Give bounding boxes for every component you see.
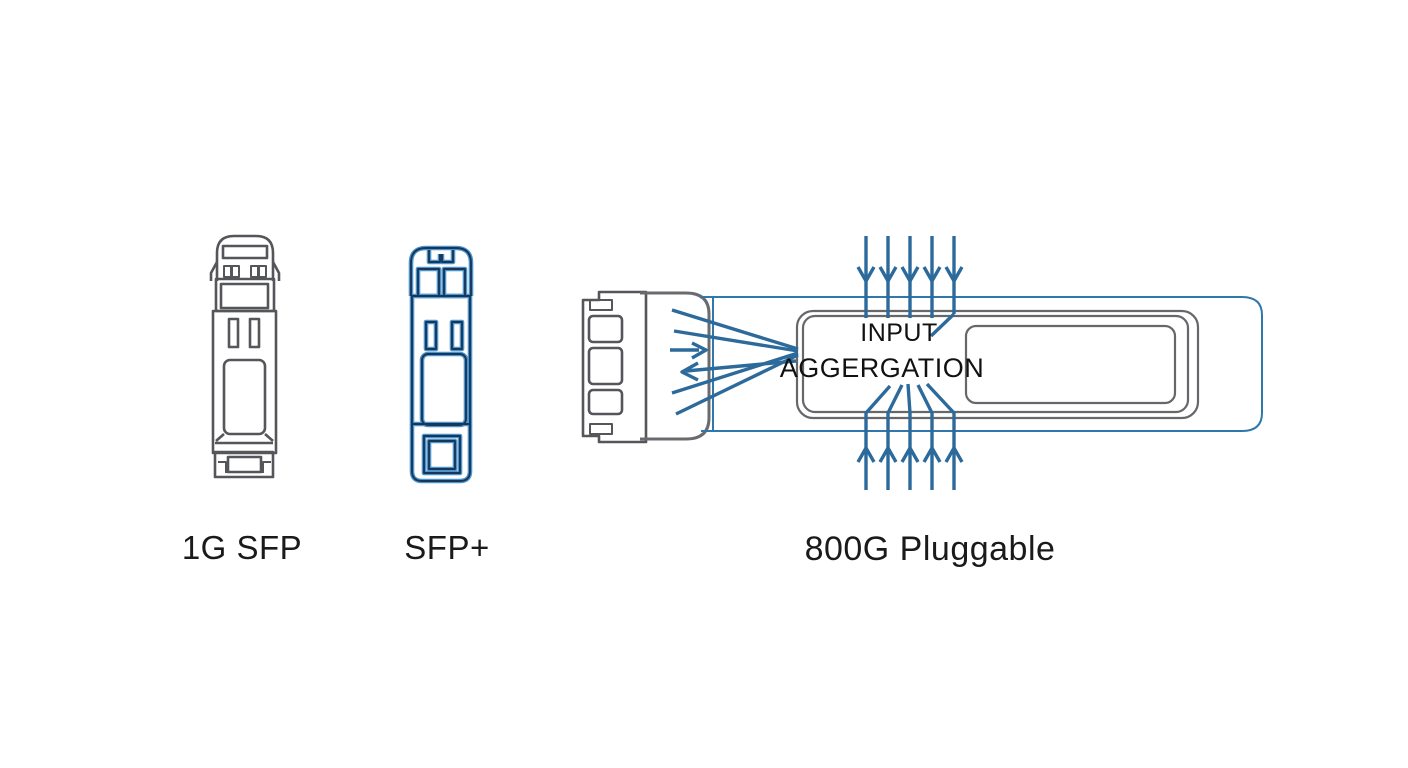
sfp-1g-illustration [209,234,281,479]
fan-arrow-right [670,341,708,360]
module-body-outline [701,296,1263,432]
module-nose [640,291,711,441]
aggregation-box [795,309,1200,420]
input-arrows-bottom [856,382,964,490]
label-sfp-1g: 1G SFP [181,529,303,566]
fan-arrow-left [680,359,797,382]
label-pluggable-800g: 800G Pluggable [804,530,1056,568]
input-leader-line [929,312,956,338]
aggregation-fan-lines [671,308,799,416]
module-rear-connector [581,290,648,444]
input-arrows-top [856,236,964,338]
module-annotation-aggregation: AGGERGATION [779,353,985,383]
module-label-window [964,324,1177,405]
module-annotation-input: INPUT [860,319,938,347]
label-sfp-plus: SFP+ [404,529,490,566]
module-800g-illustration [581,290,1263,444]
sfp-plus-illustration [411,248,471,481]
